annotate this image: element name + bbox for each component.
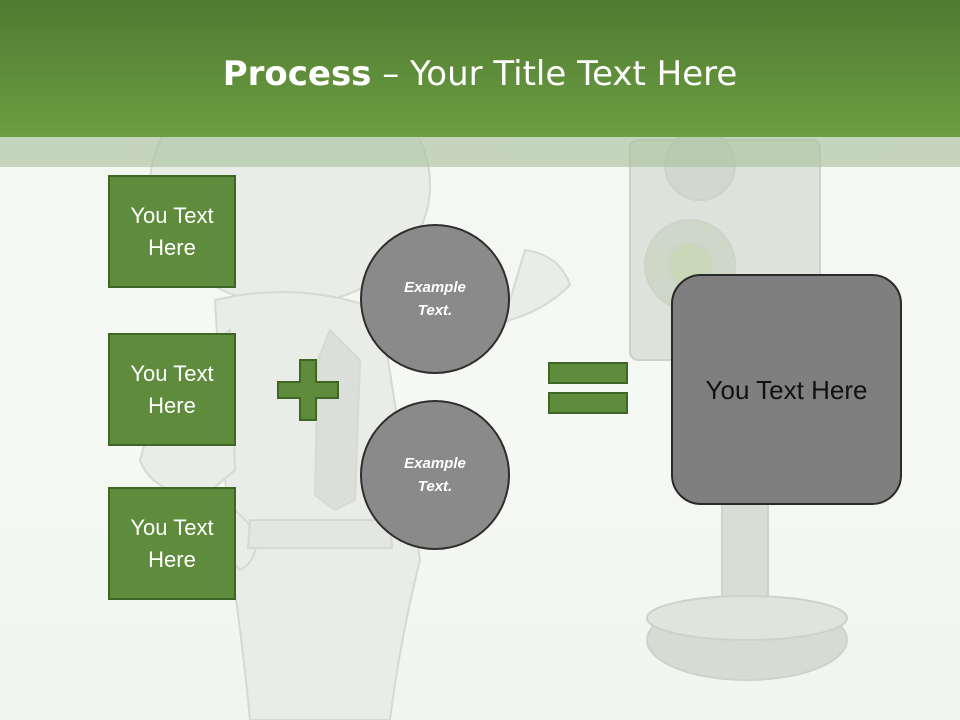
example-circle-2: Example Text. bbox=[360, 400, 510, 550]
result-sign-label: You Text Here bbox=[705, 374, 868, 405]
title-bold-part: Process bbox=[222, 54, 372, 94]
title-bar bbox=[0, 0, 960, 137]
text-box-2: You Text Here bbox=[108, 333, 236, 446]
plus-icon bbox=[277, 359, 339, 421]
text-box-1: You Text Here bbox=[108, 175, 236, 288]
example-circle-1: Example Text. bbox=[360, 224, 510, 374]
example-circle-2-label: Example Text. bbox=[404, 455, 466, 495]
text-box-3: You Text Here bbox=[108, 487, 236, 600]
text-box-1-label: You Text Here bbox=[130, 202, 214, 260]
text-box-2-label: You Text Here bbox=[130, 360, 214, 418]
title-regular-part: – Your Title Text Here bbox=[371, 54, 738, 94]
equals-icon bbox=[548, 362, 628, 414]
slide-title: Process – Your Title Text Here bbox=[0, 52, 960, 96]
text-box-3-label: You Text Here bbox=[130, 514, 214, 572]
title-bar-underline bbox=[0, 137, 960, 167]
example-circle-1-label: Example Text. bbox=[404, 279, 466, 319]
result-sign-box: You Text Here bbox=[671, 274, 902, 505]
